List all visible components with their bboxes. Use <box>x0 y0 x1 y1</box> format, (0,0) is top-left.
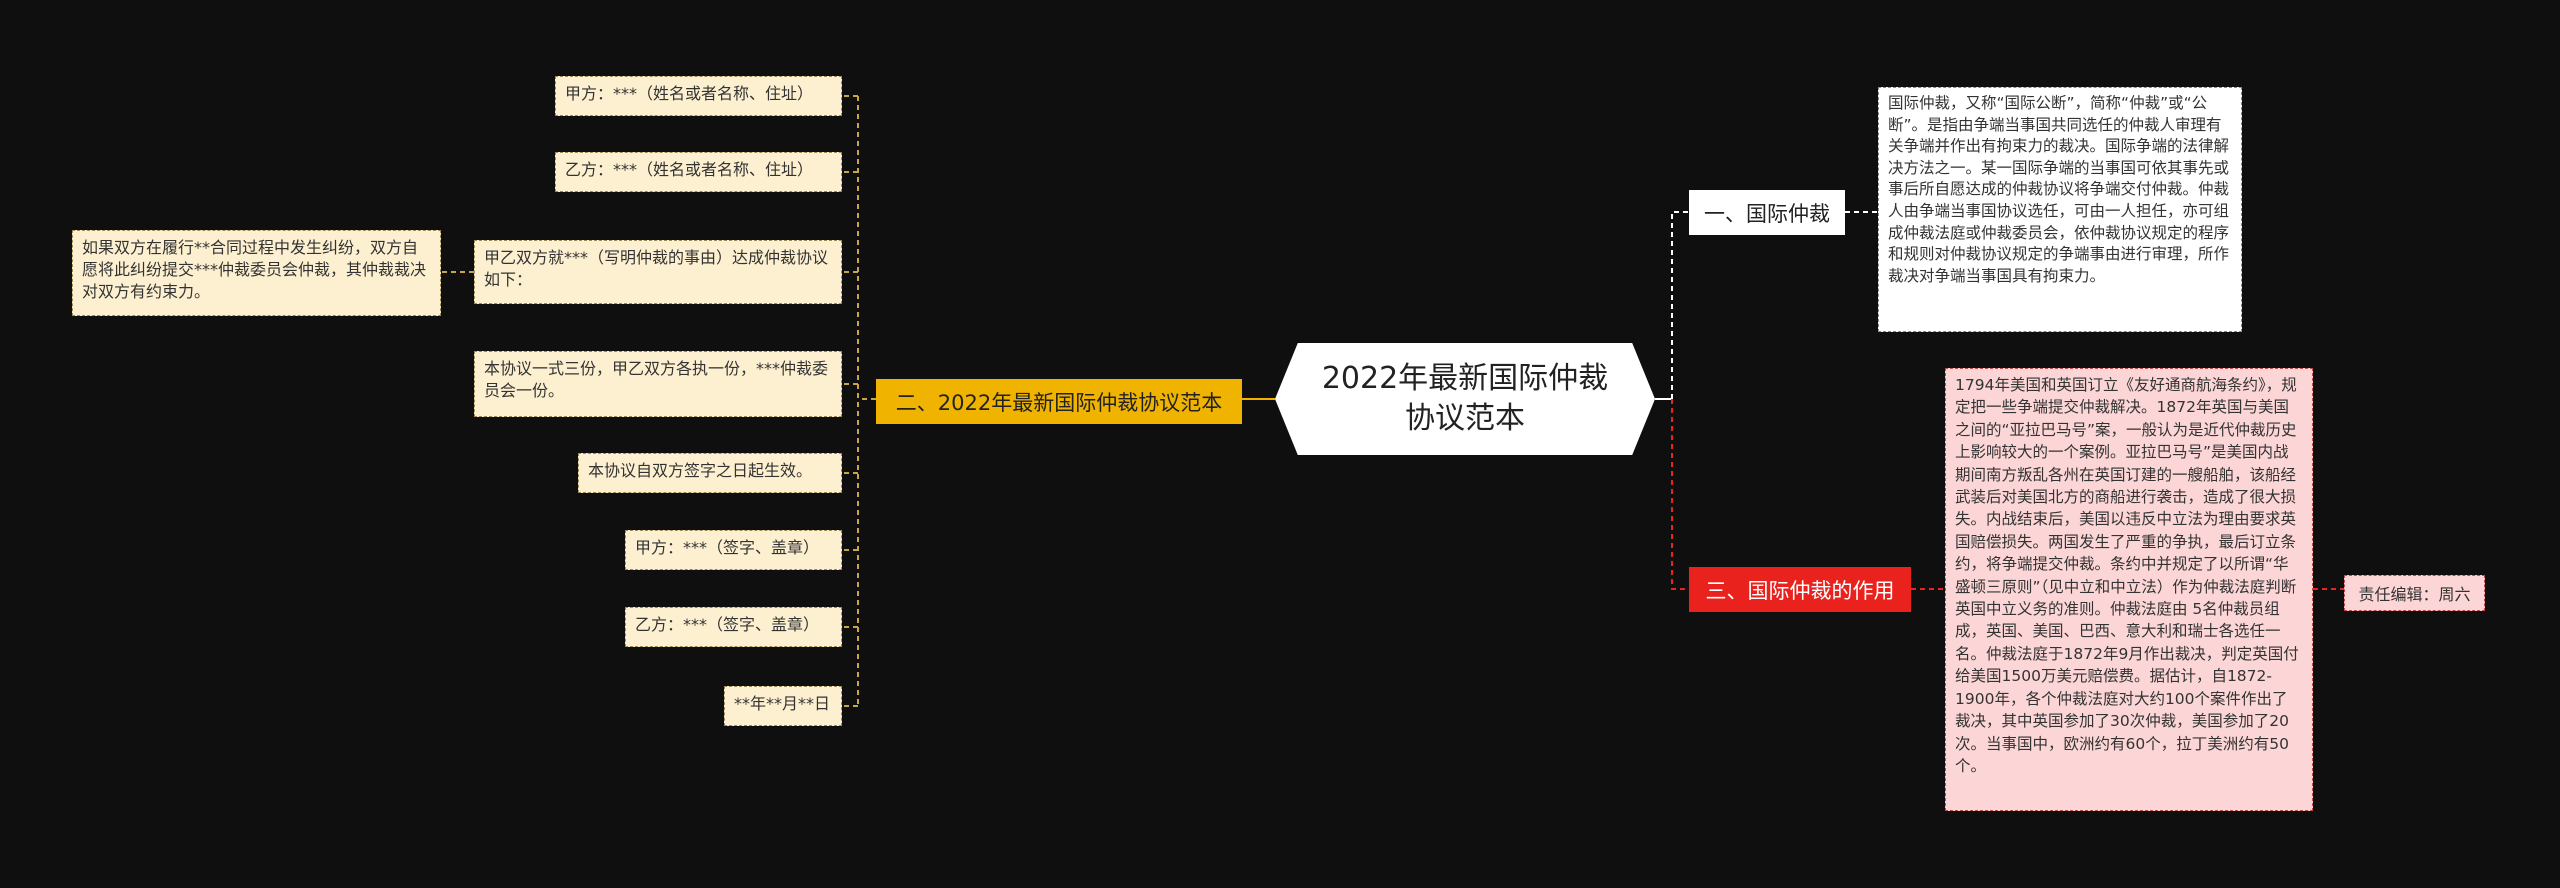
intro-text-box[interactable]: 国际仲裁，又称“国际公断”，简称“仲裁”或“公断”。是指由争端当事国共同选任的仲… <box>1878 87 2242 332</box>
template-item[interactable]: 甲方：***（签字、盖章） <box>625 530 842 570</box>
template-item-text: 甲乙双方就***（写明仲裁的事由）达成仲裁协议如下： <box>484 248 829 289</box>
root-topic[interactable]: 2022年最新国际仲裁协议范本 <box>1275 343 1655 455</box>
branch-template[interactable]: 二、2022年最新国际仲裁协议范本 <box>876 379 1242 424</box>
editor-note[interactable]: 责任编辑：周六 <box>2344 575 2485 611</box>
branch-intro-label: 一、国际仲裁 <box>1704 201 1830 226</box>
branch-intro[interactable]: 一、国际仲裁 <box>1689 190 1845 235</box>
connector-right-bus-upper <box>1671 211 1689 399</box>
intro-text: 国际仲裁，又称“国际公断”，简称“仲裁”或“公断”。是指由争端当事国共同选任的仲… <box>1888 94 2230 285</box>
template-item[interactable]: 甲乙双方就***（写明仲裁的事由）达成仲裁协议如下： <box>474 240 842 304</box>
connector-right-bus-lower <box>1671 399 1689 590</box>
template-item-text: 甲方：***（姓名或者名称、住址） <box>565 84 814 103</box>
template-item-text: 本协议一式三份，甲乙双方各执一份，***仲裁委员会一份。 <box>484 359 829 400</box>
branch-role[interactable]: 三、国际仲裁的作用 <box>1689 567 1911 612</box>
root-title: 2022年最新国际仲裁协议范本 <box>1321 361 1609 436</box>
template-item[interactable]: 乙方：***（姓名或者名称、住址） <box>555 152 842 192</box>
template-item-text: 本协议自双方签字之日起生效。 <box>588 461 813 480</box>
role-text: 1794年美国和英国订立《友好通商航海条约》，规定把一些争端提交仲裁解决。187… <box>1955 376 2299 775</box>
dispute-clause[interactable]: 如果双方在履行**合同过程中发生纠纷，双方自愿将此纠纷提交***仲裁委员会仲裁，… <box>72 230 441 316</box>
template-item[interactable]: 本协议一式三份，甲乙双方各执一份，***仲裁委员会一份。 <box>474 351 842 417</box>
template-item-text: **年**月**日 <box>734 694 831 713</box>
branch-role-label: 三、国际仲裁的作用 <box>1705 578 1895 603</box>
editor-text: 责任编辑：周六 <box>2358 585 2471 604</box>
template-item[interactable]: 甲方：***（姓名或者名称、住址） <box>555 76 842 116</box>
template-item-text: 乙方：***（姓名或者名称、住址） <box>565 160 814 179</box>
template-item[interactable]: **年**月**日 <box>724 686 842 726</box>
dispute-clause-text: 如果双方在履行**合同过程中发生纠纷，双方自愿将此纠纷提交***仲裁委员会仲裁，… <box>82 238 427 301</box>
template-item-text: 甲方：***（签字、盖章） <box>635 538 820 557</box>
template-item-text: 乙方：***（签字、盖章） <box>635 615 820 634</box>
template-item[interactable]: 乙方：***（签字、盖章） <box>625 607 842 647</box>
branch-template-label: 二、2022年最新国际仲裁协议范本 <box>895 390 1223 415</box>
template-item[interactable]: 本协议自双方签字之日起生效。 <box>578 453 842 493</box>
role-text-box[interactable]: 1794年美国和英国订立《友好通商航海条约》，规定把一些争端提交仲裁解决。187… <box>1945 368 2313 811</box>
